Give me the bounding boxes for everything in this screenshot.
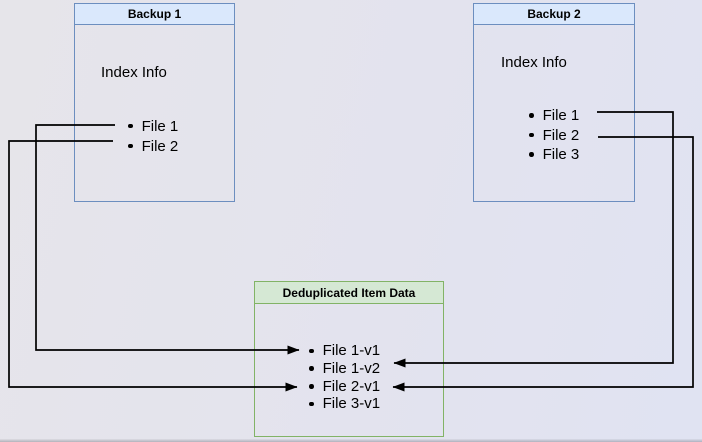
backup1-index-info-label: Index Info bbox=[101, 64, 167, 81]
bullet-icon bbox=[529, 113, 534, 118]
bullet-icon bbox=[309, 383, 314, 389]
list-item: File 2 bbox=[121, 136, 178, 156]
backup2-title: Backup 2 bbox=[474, 4, 634, 25]
bullet-icon bbox=[309, 348, 314, 354]
list-item: File 2-v1 bbox=[302, 377, 380, 395]
window-bottom-edge bbox=[0, 439, 702, 442]
list-item: File 3 bbox=[522, 145, 579, 164]
backup1-file-list: File 1 File 2 bbox=[121, 116, 178, 156]
backup1-title: Backup 1 bbox=[75, 4, 234, 25]
backup2-box: Backup 2 Index Info File 1 File 2 File 3 bbox=[473, 3, 635, 202]
file-label: File 2 bbox=[141, 137, 179, 155]
file-label: File 3 bbox=[542, 145, 580, 163]
bullet-icon bbox=[128, 123, 133, 129]
dedup-title: Deduplicated Item Data bbox=[255, 282, 443, 304]
list-item: File 1 bbox=[121, 116, 178, 136]
bullet-icon bbox=[529, 132, 534, 138]
file-label: File 1 bbox=[141, 117, 179, 135]
file-label: File 2-v1 bbox=[322, 377, 381, 395]
list-item: File 1 bbox=[522, 106, 579, 125]
dedup-box: Deduplicated Item Data File 1-v1 File 1-… bbox=[254, 281, 444, 437]
bullet-icon bbox=[529, 152, 534, 157]
file-label: File 2 bbox=[542, 126, 580, 144]
bullet-icon bbox=[128, 143, 133, 149]
list-item: File 3-v1 bbox=[302, 395, 380, 413]
file-label: File 1-v2 bbox=[322, 360, 381, 378]
backup2-file-list: File 1 File 2 File 3 bbox=[522, 106, 579, 164]
list-item: File 1-v2 bbox=[302, 360, 380, 378]
list-item: File 1-v1 bbox=[302, 342, 380, 360]
bullet-icon bbox=[309, 366, 314, 371]
backup1-box: Backup 1 Index Info File 1 File 2 bbox=[74, 3, 235, 202]
file-label: File 3-v1 bbox=[322, 395, 381, 413]
file-label: File 1 bbox=[542, 107, 580, 125]
list-item: File 2 bbox=[522, 125, 579, 144]
backup2-index-info-label: Index Info bbox=[501, 54, 567, 71]
dedup-file-list: File 1-v1 File 1-v2 File 2-v1 File 3-v1 bbox=[302, 342, 380, 413]
bullet-icon bbox=[309, 401, 314, 407]
file-label: File 1-v1 bbox=[322, 342, 381, 360]
